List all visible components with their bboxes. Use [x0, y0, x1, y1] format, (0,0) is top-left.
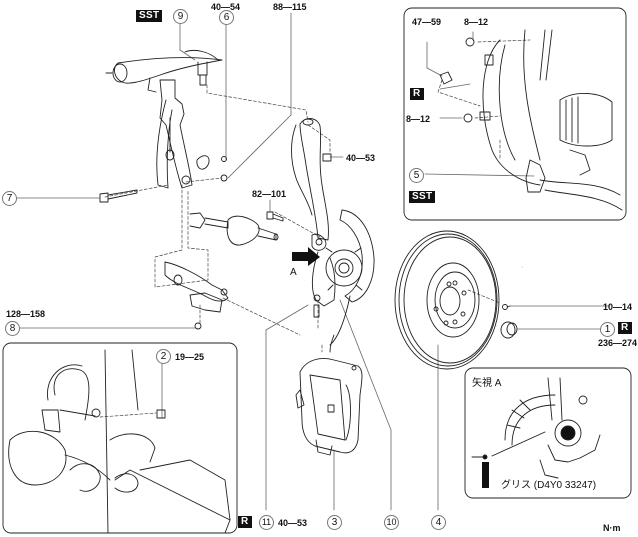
lower-arm — [164, 261, 229, 330]
bushing-part — [181, 155, 228, 185]
grease-can-icon — [471, 454, 489, 488]
steering-knuckle — [291, 118, 336, 318]
inset-strut-detail — [8, 349, 231, 534]
arrow-a-label: A — [290, 267, 297, 278]
sst-badge-upper-arm: SST — [136, 10, 163, 22]
brake-caliper — [295, 334, 363, 456]
sst-badge-inset: SST — [409, 191, 436, 203]
torque-2: 19—25 — [175, 352, 205, 362]
inset-box-top-right — [403, 7, 627, 221]
assembly-guides — [99, 39, 531, 418]
callout-10: 10 — [384, 515, 399, 530]
torque-8-12-b: 8—12 — [406, 114, 431, 124]
torque-11: 40—53 — [278, 518, 308, 528]
callout-6: 6 — [219, 10, 234, 25]
nut-40-53 — [322, 153, 332, 162]
inset-knuckle-detail — [439, 29, 623, 211]
bolt-82-101 — [266, 211, 284, 222]
torque-88-115: 88—115 — [273, 2, 307, 12]
torque-8-12-a: 8—12 — [464, 17, 489, 27]
torque-8: 128—158 — [6, 309, 46, 319]
r-badge-item-1: R — [618, 322, 632, 334]
inset-box-bottom-left — [2, 342, 238, 534]
inset-box-view-a — [464, 367, 632, 499]
brake-disc — [394, 230, 500, 370]
torque-10-14: 10—14 — [603, 302, 633, 312]
hub-nut-1 — [500, 321, 518, 339]
callout-2: 2 — [156, 349, 171, 364]
upper-arm-sst — [105, 49, 223, 93]
callout-1: 1 — [600, 322, 615, 337]
leader-lines — [16, 12, 611, 511]
bolt-7 — [99, 189, 138, 203]
callout-8: 8 — [5, 321, 20, 336]
wheel-hub-shield — [325, 209, 375, 346]
callout-7: 7 — [2, 191, 17, 206]
torque-6: 40—54 — [211, 2, 241, 12]
callout-3: 3 — [327, 515, 342, 530]
torque-82-101: 82—101 — [252, 189, 287, 199]
view-a-title: 矢視 A — [472, 378, 502, 389]
grease-label: グリス (D4Y0 33247) — [501, 480, 597, 491]
view-a-hub-detail — [491, 377, 601, 479]
callout-4: 4 — [431, 515, 446, 530]
view-arrow-a — [292, 247, 320, 266]
torque-unit: N·m — [603, 523, 621, 533]
disc-screw — [502, 304, 511, 310]
torque-40-53-top: 40—53 — [346, 153, 376, 163]
strut-fork — [156, 79, 193, 189]
r-badge-inset: R — [410, 88, 424, 100]
callout-11: 11 — [259, 515, 274, 530]
r-badge-item-11: R — [238, 516, 252, 528]
torque-1: 236—274 — [598, 338, 638, 348]
drive-shaft — [189, 212, 279, 246]
callout-5: 5 — [409, 168, 424, 183]
torque-47-59: 47—59 — [412, 17, 442, 27]
callout-9: 9 — [173, 9, 188, 24]
